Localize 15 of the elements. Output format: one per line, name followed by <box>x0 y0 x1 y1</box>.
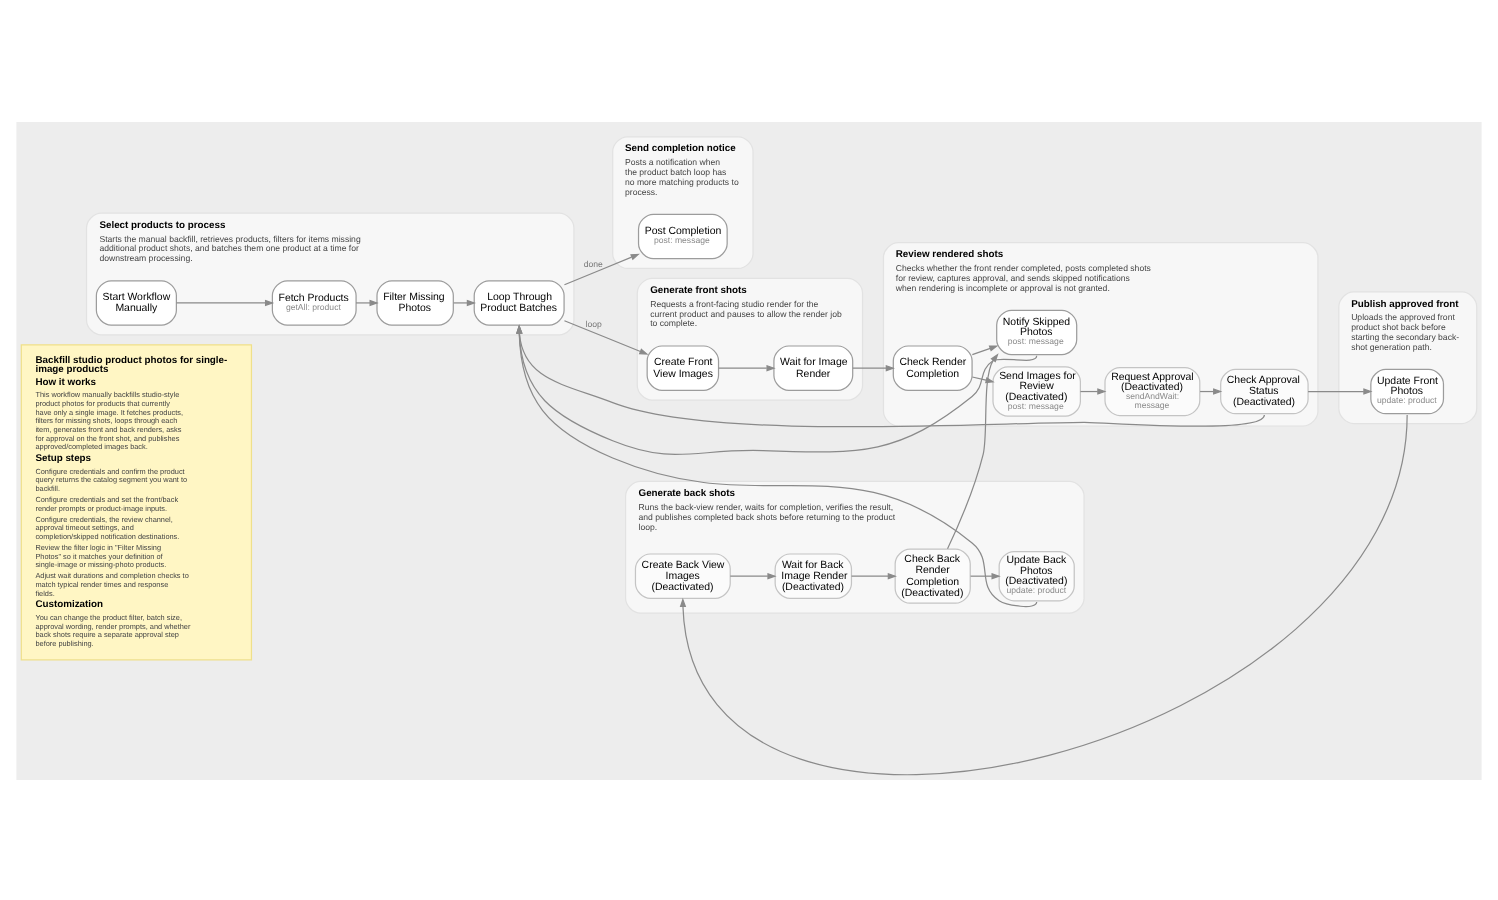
arrow <box>679 413 1408 774</box>
arrow <box>852 363 895 371</box>
arrow <box>516 323 1038 455</box>
arrow <box>563 252 640 285</box>
arrow <box>729 571 777 579</box>
arrow <box>718 363 776 371</box>
arrow <box>175 298 275 306</box>
arrow <box>516 323 1265 427</box>
arrow <box>850 571 897 579</box>
arrow <box>453 298 476 306</box>
arrow <box>971 344 999 355</box>
arrow <box>355 298 379 306</box>
arrow <box>1307 387 1373 394</box>
arrow <box>563 319 649 354</box>
arrow <box>969 571 1001 579</box>
